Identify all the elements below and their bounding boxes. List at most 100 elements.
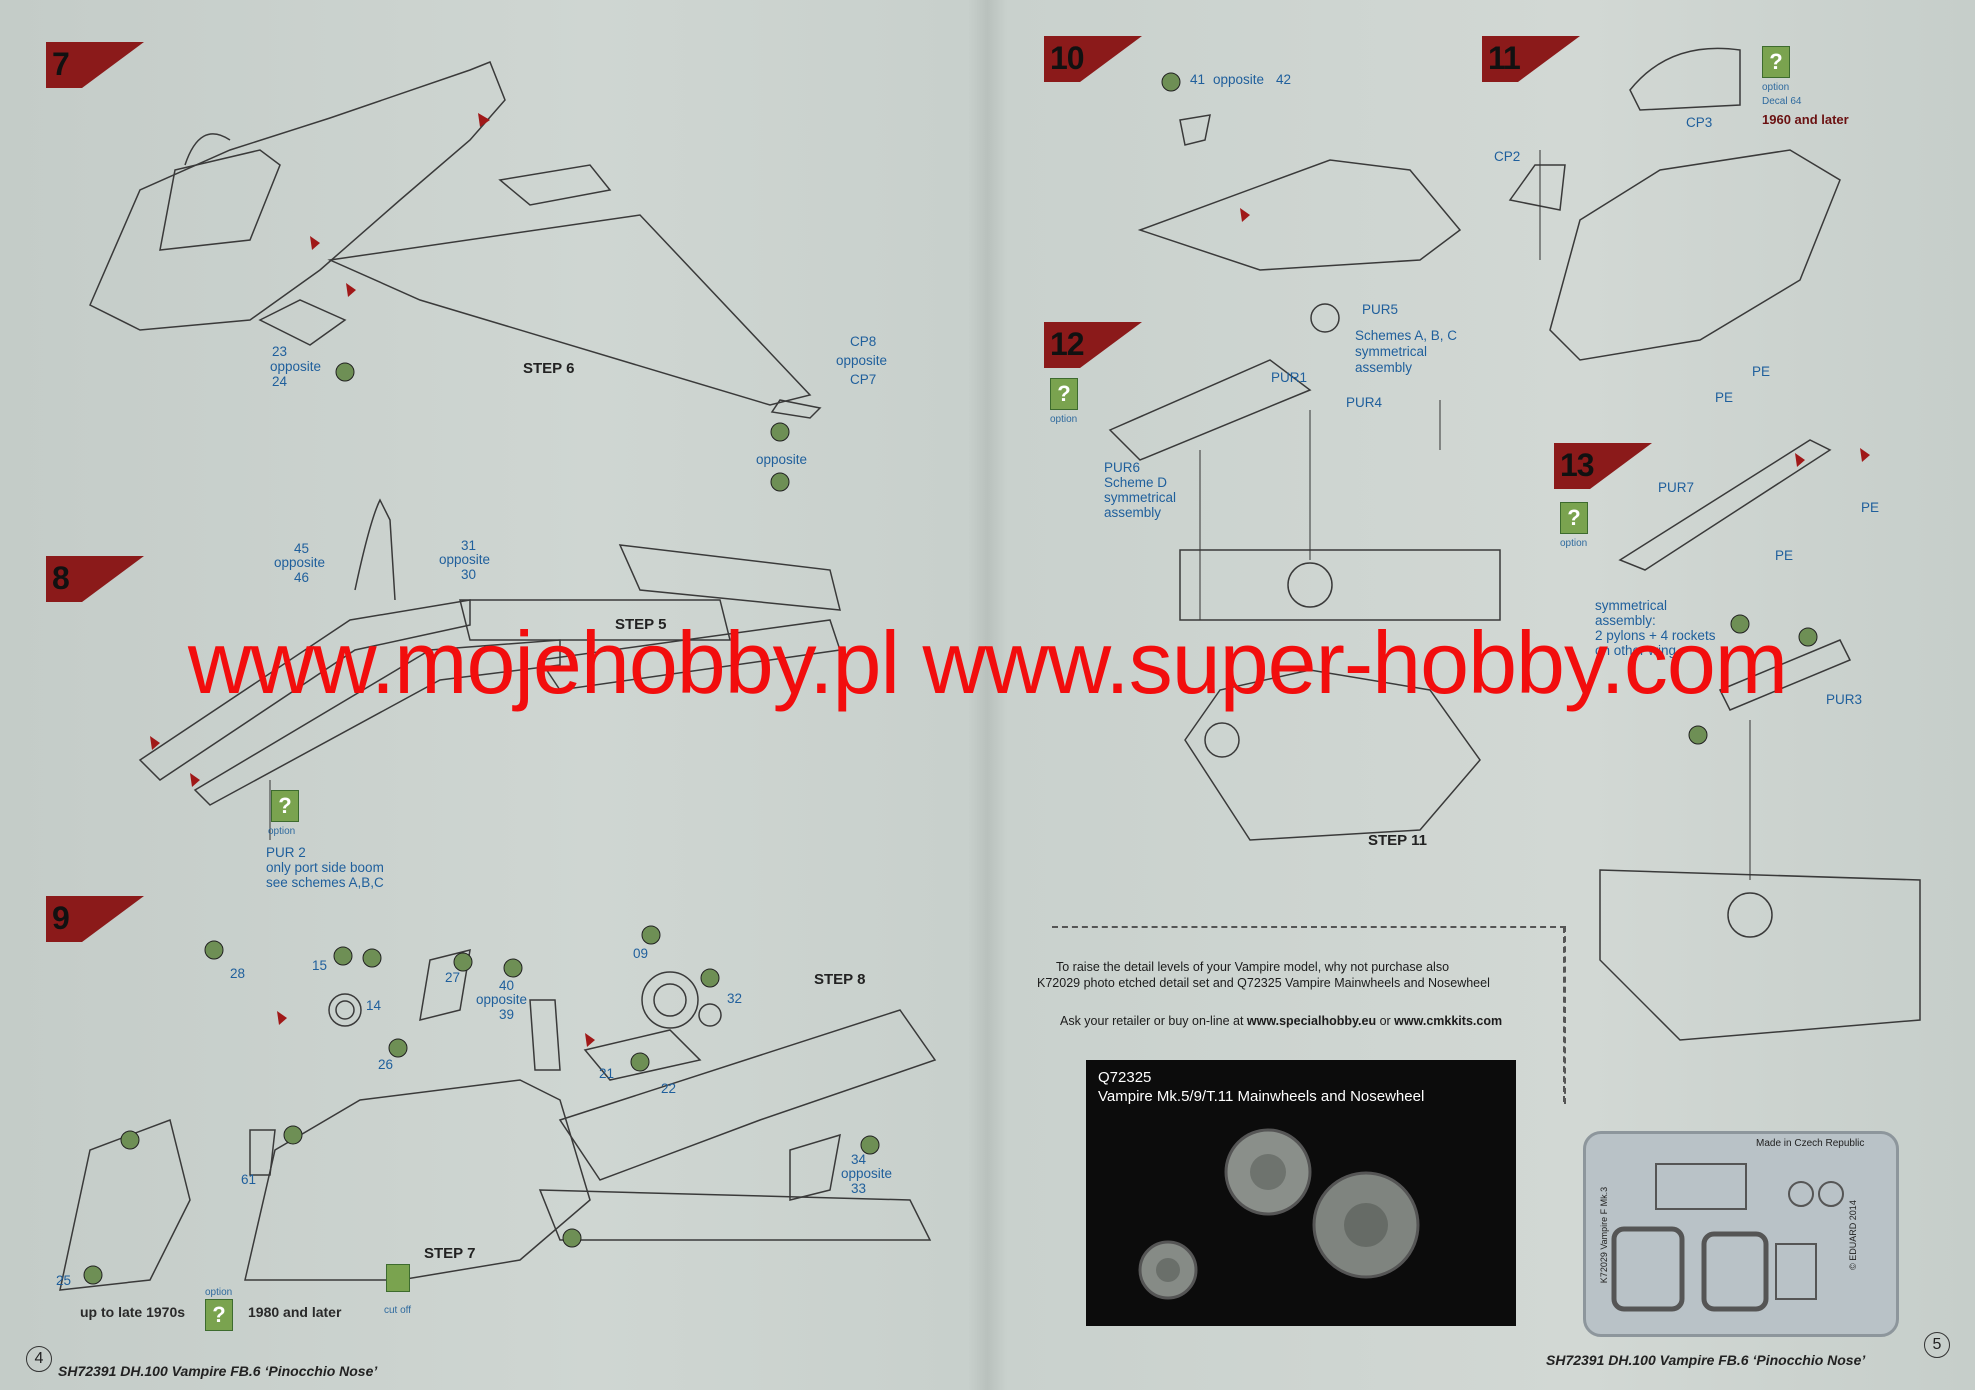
step-6-reference: STEP 6 bbox=[523, 360, 575, 377]
pur2-label: PUR 2 bbox=[266, 845, 306, 860]
pur4-label: PUR4 bbox=[1346, 395, 1383, 410]
photo-title: Vampire Mk.5/9/T.11 Mainwheels and Nosew… bbox=[1098, 1088, 1425, 1105]
cp7-label: CP7 bbox=[850, 372, 877, 387]
step-12-flag: 12 bbox=[1044, 322, 1142, 368]
step-number: 13 bbox=[1560, 447, 1595, 483]
step-11-reference: STEP 11 bbox=[1368, 832, 1427, 849]
option-label: option bbox=[205, 1287, 233, 1298]
step-number: 7 bbox=[52, 46, 70, 82]
part-40-label: 40 bbox=[499, 978, 515, 993]
step-11-flag: 11 bbox=[1482, 36, 1580, 82]
schemes-abc-label: assembly bbox=[1355, 360, 1413, 375]
photo-caption: Q72325 Vampire Mk.5/9/T.11 Mainwheels an… bbox=[1098, 1068, 1424, 1106]
opposite-label: opposite bbox=[841, 1166, 893, 1181]
option-label: option bbox=[1762, 82, 1790, 93]
part-27-label: 27 bbox=[445, 970, 461, 985]
part-25-label: 25 bbox=[56, 1273, 72, 1288]
scheme-d-label: Scheme D bbox=[1104, 475, 1168, 490]
part-22-label: 22 bbox=[661, 1081, 677, 1096]
wheels-product-photo: Q72325 Vampire Mk.5/9/T.11 Mainwheels an… bbox=[1086, 1060, 1516, 1326]
part-61-label: 61 bbox=[241, 1172, 257, 1187]
scheme-d-label: assembly bbox=[1104, 505, 1162, 520]
promo-ask-text: Ask your retailer or buy on-line at bbox=[1060, 1014, 1247, 1028]
part-39-label: 39 bbox=[499, 1007, 515, 1022]
opposite-label: opposite bbox=[756, 452, 808, 467]
promo-line-1: To raise the detail levels of your Vampi… bbox=[1056, 960, 1450, 974]
photo-code: Q72325 bbox=[1098, 1069, 1152, 1086]
step-9-flag: 9 bbox=[46, 896, 144, 942]
part-15-label: 15 bbox=[312, 958, 328, 973]
specialhobby-link[interactable]: www.specialhobby.eu bbox=[1246, 1014, 1377, 1028]
part-42-label: 42 bbox=[1276, 72, 1292, 87]
schemes-abc-label: symmetrical bbox=[1355, 344, 1428, 359]
pur5-label: PUR5 bbox=[1362, 302, 1399, 317]
part-30-label: 30 bbox=[461, 567, 477, 582]
step-13-flag: 13 bbox=[1554, 443, 1652, 489]
step-number: 8 bbox=[52, 560, 70, 596]
symmetrical-note: 2 pylons + 4 rockets bbox=[1595, 628, 1716, 643]
pur3-label: PUR3 bbox=[1826, 692, 1863, 707]
step-8-reference: STEP 8 bbox=[814, 971, 866, 988]
part-46-label: 46 bbox=[294, 570, 310, 585]
cp2-label: CP2 bbox=[1494, 149, 1521, 164]
opposite-label: opposite bbox=[274, 555, 326, 570]
early-version-label: up to late 1970s bbox=[80, 1304, 186, 1320]
opposite-label: opposite bbox=[270, 359, 322, 374]
part-33-label: 33 bbox=[851, 1181, 867, 1196]
step-number: 12 bbox=[1050, 326, 1085, 362]
promo-divider bbox=[1563, 927, 1565, 1102]
step-number: 11 bbox=[1488, 40, 1521, 76]
option-icon: ? bbox=[1762, 46, 1790, 78]
step-number: 9 bbox=[52, 900, 70, 936]
schemes-note: see schemes A,B,C bbox=[266, 875, 384, 890]
step-10-flag: 10 bbox=[1044, 36, 1142, 82]
cut-off-label: cut off bbox=[384, 1305, 412, 1316]
promo-or-text: or bbox=[1376, 1014, 1395, 1028]
symmetrical-note: assembly: bbox=[1595, 613, 1656, 628]
pe-label: PE bbox=[1715, 390, 1734, 405]
symmetrical-note: on other wing bbox=[1595, 643, 1677, 658]
schemes-abc-label: Schemes A, B, C bbox=[1355, 328, 1458, 343]
part-23-label: 23 bbox=[272, 344, 288, 359]
part-41-label: 41 bbox=[1190, 72, 1206, 87]
page-number-left: 4 bbox=[26, 1346, 52, 1372]
cp8-label: CP8 bbox=[850, 334, 877, 349]
pur6-label: PUR6 bbox=[1104, 460, 1141, 475]
pe-label: PE bbox=[1861, 500, 1880, 515]
option-icon: ? bbox=[271, 790, 299, 822]
promo-line-2: K72029 photo etched detail set and Q7232… bbox=[1037, 976, 1490, 990]
option-icon: ? bbox=[1050, 378, 1078, 410]
opposite-label: opposite bbox=[1213, 72, 1265, 87]
part-21-label: 21 bbox=[599, 1066, 615, 1081]
option-label: option bbox=[268, 826, 296, 837]
cut-off-icon bbox=[386, 1264, 410, 1292]
footer-right: SH72391 DH.100 Vampire FB.6 ‘Pinocchio N… bbox=[1546, 1352, 1866, 1368]
part-45-label: 45 bbox=[294, 541, 310, 556]
part-34-label: 34 bbox=[851, 1152, 867, 1167]
step-7-reference: STEP 7 bbox=[424, 1245, 476, 1262]
port-boom-note: only port side boom bbox=[266, 860, 384, 875]
photo-etched-fret: Made in Czech Republic K72029 Vampire F … bbox=[1583, 1131, 1899, 1337]
option-label: option bbox=[1560, 538, 1588, 549]
watermark: www.mojehobby.pl www.super-hobby.com bbox=[187, 613, 1788, 712]
part-31-label: 31 bbox=[461, 538, 477, 553]
part-09-label: 09 bbox=[633, 946, 649, 961]
pur1-label: PUR1 bbox=[1271, 370, 1308, 385]
wheels-image bbox=[1138, 1128, 1420, 1300]
fret-parts bbox=[1611, 1163, 1844, 1312]
cp3-label: CP3 bbox=[1686, 115, 1713, 130]
symmetrical-note: symmetrical bbox=[1595, 598, 1668, 613]
part-32-label: 32 bbox=[727, 991, 743, 1006]
opposite-label: opposite bbox=[439, 552, 491, 567]
part-28-label: 28 bbox=[230, 966, 246, 981]
part-24-label: 24 bbox=[272, 374, 288, 389]
pe-label: PE bbox=[1775, 548, 1794, 563]
opposite-label: opposite bbox=[836, 353, 888, 368]
part-14-label: 14 bbox=[366, 998, 382, 1013]
canopy-version-label: 1960 and later bbox=[1762, 112, 1849, 127]
promo-box: To raise the detail levels of your Vampi… bbox=[1037, 926, 1566, 1104]
option-icon: ? bbox=[1560, 502, 1588, 534]
cmkkits-link[interactable]: www.cmkkits.com bbox=[1394, 1014, 1503, 1028]
